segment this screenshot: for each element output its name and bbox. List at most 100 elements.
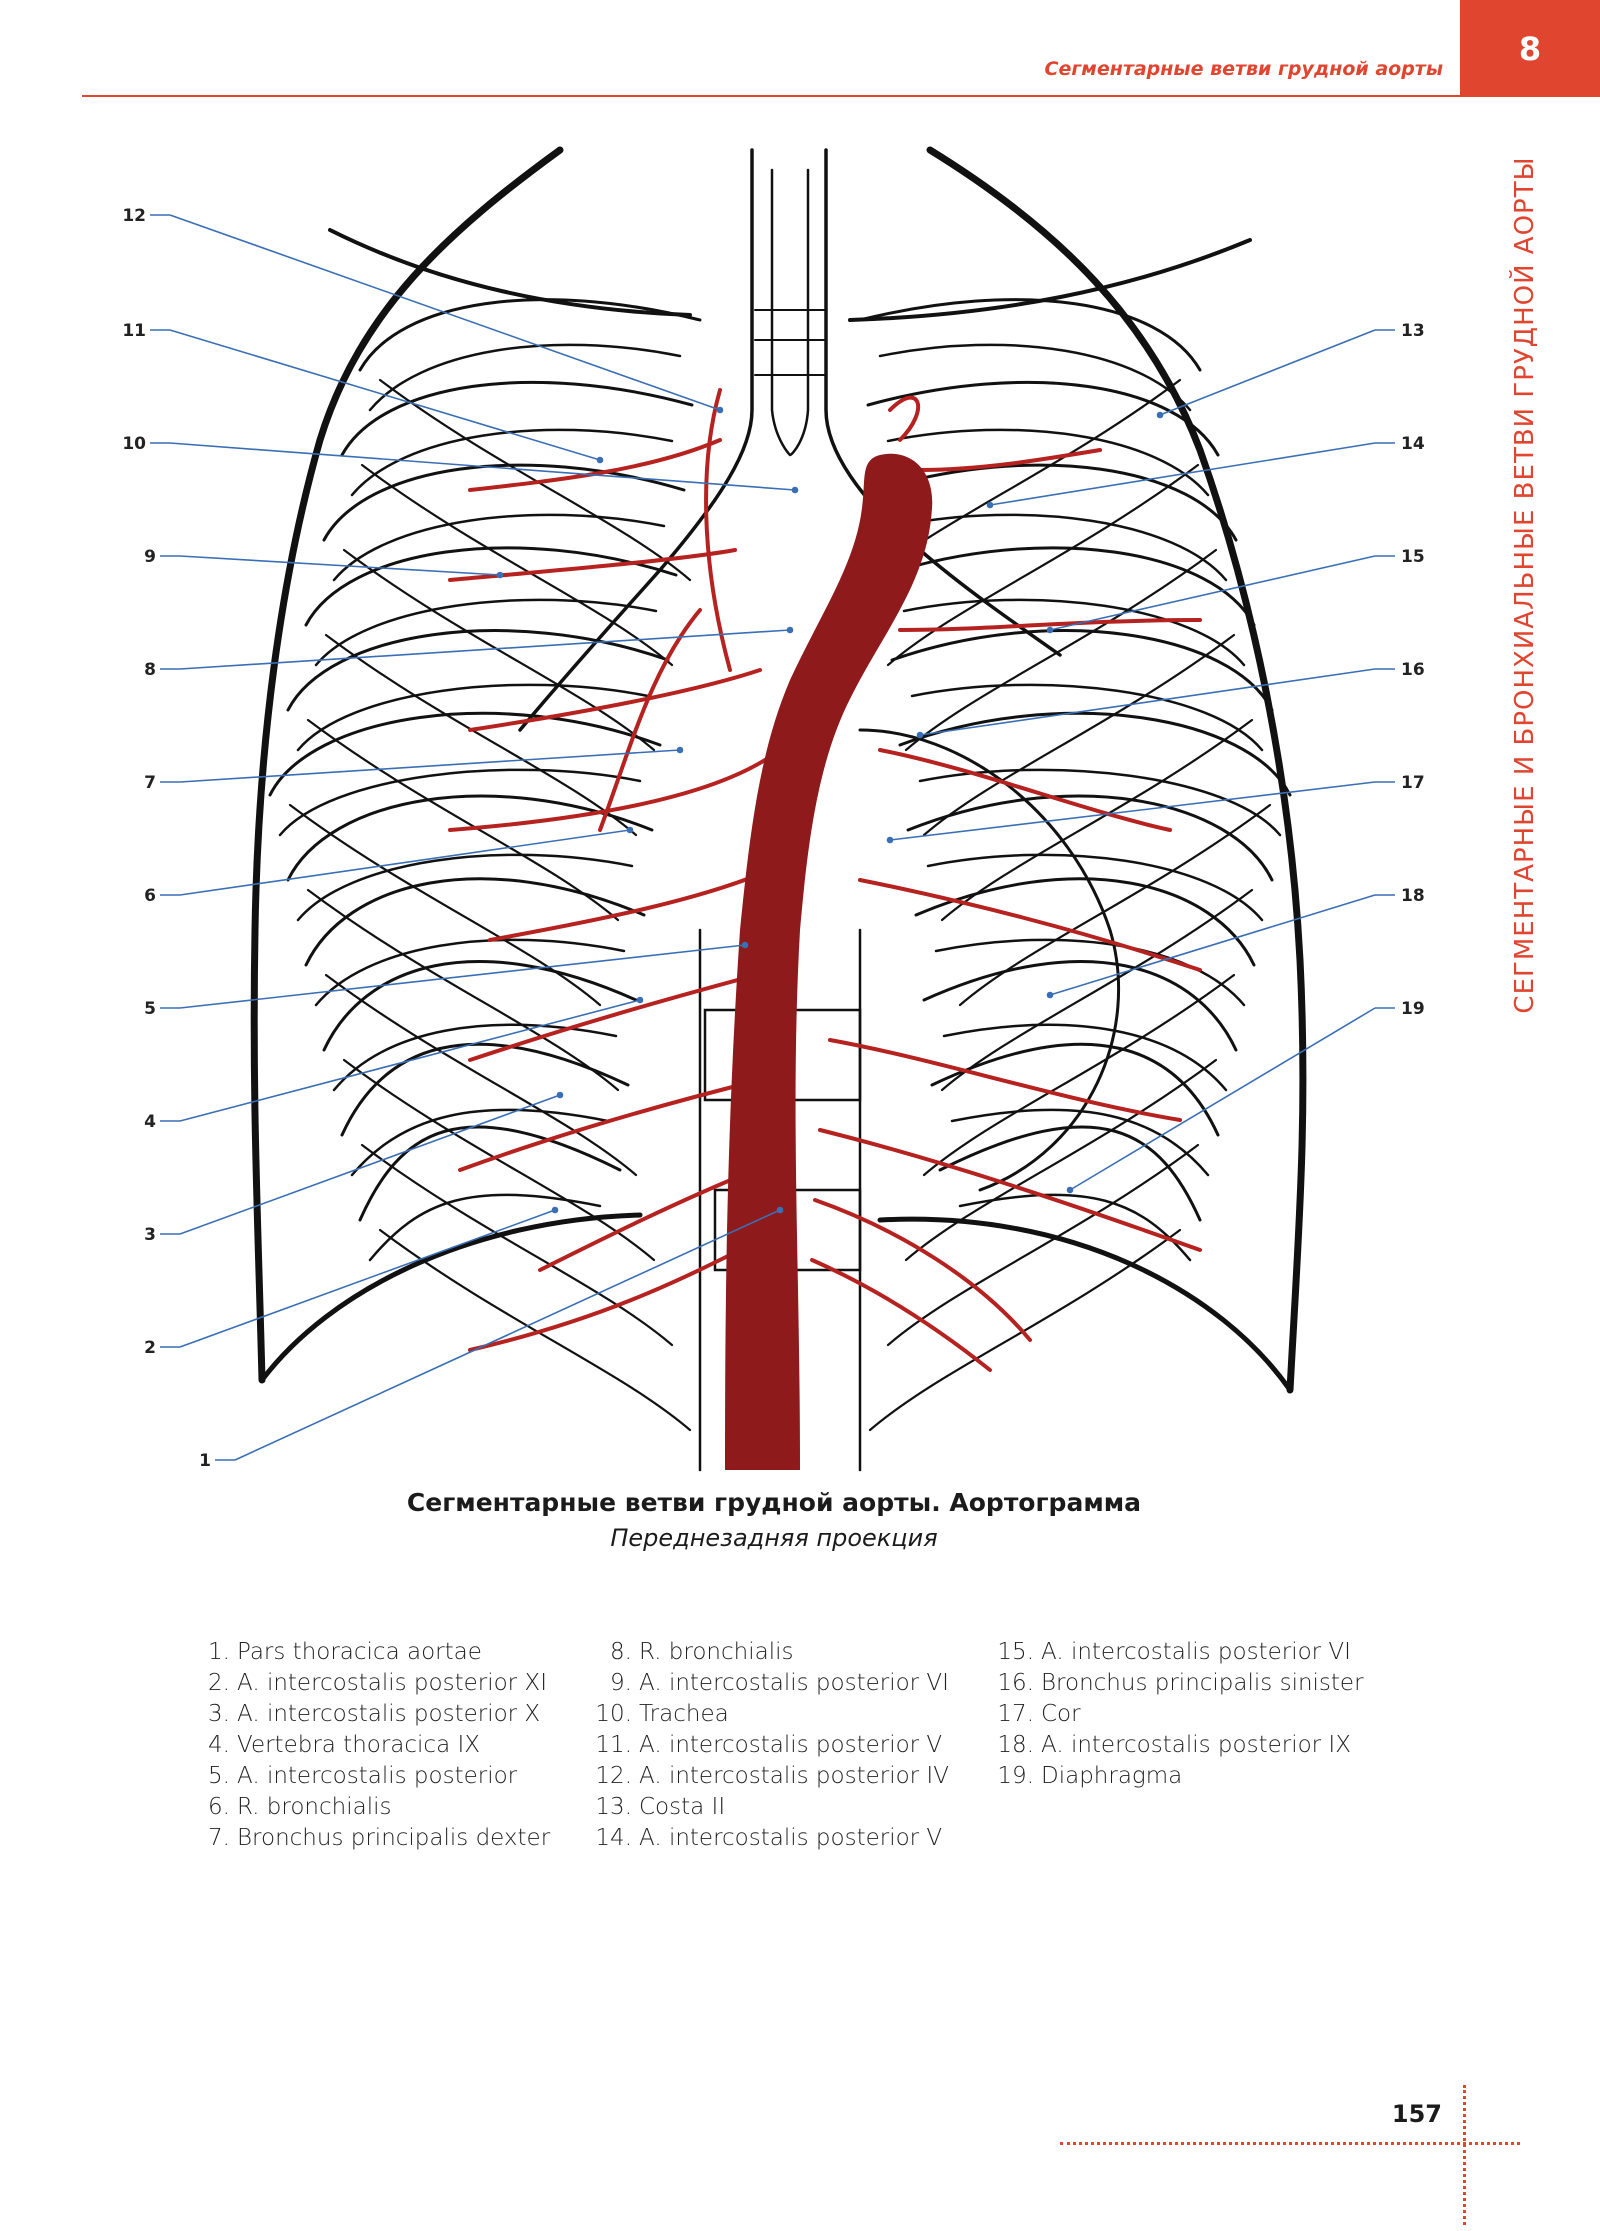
rib-left-posterior — [914, 877, 1256, 967]
legend-column-1: 1.Pars thoracica aortae 2.A. intercostal… — [200, 1637, 550, 1854]
rib-right-lower-edge — [368, 343, 682, 412]
rib-right-posterior — [286, 794, 654, 882]
leader-end — [791, 486, 799, 494]
leader-line — [179, 999, 641, 1122]
leader-end — [886, 836, 894, 844]
rib-right-anterior — [306, 888, 620, 1092]
heart-border — [858, 728, 1120, 1192]
leader-line — [179, 829, 631, 896]
left-hemidiaphragm — [877, 1216, 1293, 1393]
leader-end — [1046, 991, 1054, 999]
leader-end — [496, 571, 504, 579]
leader-line — [1069, 1007, 1376, 1191]
intercostal-artery-right-side — [704, 388, 732, 672]
legend-item: 3.A. intercostalis posterior X — [208, 1701, 541, 1727]
intercostal-artery-left-side — [918, 448, 1102, 472]
leader-end — [551, 1206, 559, 1214]
intercostal-artery-right-side — [538, 1168, 757, 1272]
leader-line — [889, 781, 1376, 841]
intercostal-artery-right-side — [488, 868, 772, 942]
legend-item: 1.Pars thoracica aortae — [208, 1639, 482, 1665]
rib-left-posterior — [882, 546, 1256, 627]
leader-end — [741, 941, 749, 949]
rib-right-lower-edge — [332, 513, 666, 582]
leader-end — [626, 826, 634, 834]
intercostal-artery-left-side — [818, 1128, 1202, 1252]
rib-left-posterior — [930, 1042, 1220, 1137]
leader-lines — [150, 214, 1395, 1461]
rib-left-posterior — [898, 711, 1292, 797]
rib-left-posterior — [922, 960, 1238, 1052]
callout-label-13: 13 — [1401, 321, 1425, 341]
legend-item: 11.A. intercostalis posterior V — [595, 1732, 943, 1758]
leader-line — [179, 1209, 556, 1348]
callout-label-19: 19 — [1401, 999, 1425, 1019]
callout-label-15: 15 — [1401, 547, 1425, 567]
callout-label-5: 5 — [144, 999, 156, 1019]
legend-item: 15.A. intercostalis posterior VI — [997, 1639, 1351, 1665]
leader-line — [179, 629, 791, 670]
right-thoracic-wall — [250, 146, 564, 1384]
intercostal-artery-left-side — [858, 878, 1202, 972]
rib-left-lower-edge — [918, 768, 1282, 837]
rib-left-lower-edge — [910, 683, 1264, 752]
figure-caption-title: Сегментарные ветви грудной аорты. Аортог… — [406, 1488, 1142, 1517]
intercostal-artery-left-side — [828, 1038, 1182, 1122]
rib-left-anterior — [904, 548, 1218, 752]
rib-right-lower-edge — [278, 768, 642, 837]
intercostal-artery-left-side — [813, 1198, 1032, 1342]
rib-right-anterior — [306, 718, 620, 922]
rib-right-anterior — [378, 1228, 692, 1432]
callout-label-7: 7 — [144, 773, 156, 793]
rib-right-anterior — [288, 803, 602, 1007]
leader-line — [1159, 329, 1376, 416]
rib-left-lower-edge — [878, 343, 1192, 412]
intercostal-artery-right-side — [468, 1248, 742, 1352]
rib-right-posterior — [304, 546, 678, 627]
leader-end — [786, 626, 794, 634]
legend-item: 19.Diaphragma — [997, 1763, 1183, 1789]
rib-left-anterior — [886, 463, 1200, 667]
left-clavicle — [848, 238, 1252, 322]
rib-left-lower-edge — [902, 598, 1246, 667]
callout-label-1: 1 — [199, 1451, 211, 1471]
legend-item: 9.A. intercostalis posterior VI — [610, 1670, 949, 1696]
rib-right-lower-edge — [350, 428, 674, 497]
vertebral-bodies — [703, 1008, 862, 1272]
leader-end — [1046, 626, 1054, 634]
intercostal-artery-right-side — [448, 758, 767, 832]
leader-line — [179, 944, 746, 1009]
intercostal-artery-right-side — [468, 438, 722, 492]
intercostal-artery-left-side — [878, 748, 1172, 832]
legend-item: 7.Bronchus principalis dexter — [208, 1825, 551, 1851]
leader-line — [1049, 555, 1376, 631]
right-clavicle — [328, 228, 692, 317]
rib-left-posterior — [938, 1125, 1202, 1222]
rib-right-anterior — [324, 633, 638, 837]
rib-right-posterior — [340, 380, 694, 457]
rib-right-anterior — [342, 1058, 656, 1262]
leader-line — [919, 668, 1376, 736]
rib-right-posterior — [322, 960, 638, 1052]
leader-line — [169, 329, 601, 461]
footer-dotted-rule — [1060, 2142, 1520, 2145]
rib-left-anterior — [940, 718, 1254, 922]
rib-right-lower-edge — [314, 938, 626, 1007]
leader-end — [1156, 411, 1164, 419]
rib-left-posterior — [874, 463, 1238, 542]
legend-item: 12.A. intercostalis posterior IV — [595, 1763, 949, 1789]
intercostal-arteries — [448, 388, 1202, 1372]
trachea-lumen — [770, 168, 810, 457]
rib-right-anterior — [360, 1143, 674, 1347]
rib-right-lower-edge — [296, 683, 650, 752]
callout-label-3: 3 — [144, 1225, 156, 1245]
rib-left-lower-edge — [894, 513, 1228, 582]
callout-label-8: 8 — [144, 660, 156, 680]
right-hemidiaphragm — [259, 1212, 643, 1383]
rib-left-anterior — [904, 1058, 1218, 1262]
leader-end — [1066, 1186, 1074, 1194]
rib-left-anterior — [886, 1143, 1200, 1347]
legend-item: 13.Costa II — [595, 1794, 726, 1820]
callout-label-12: 12 — [122, 206, 146, 226]
